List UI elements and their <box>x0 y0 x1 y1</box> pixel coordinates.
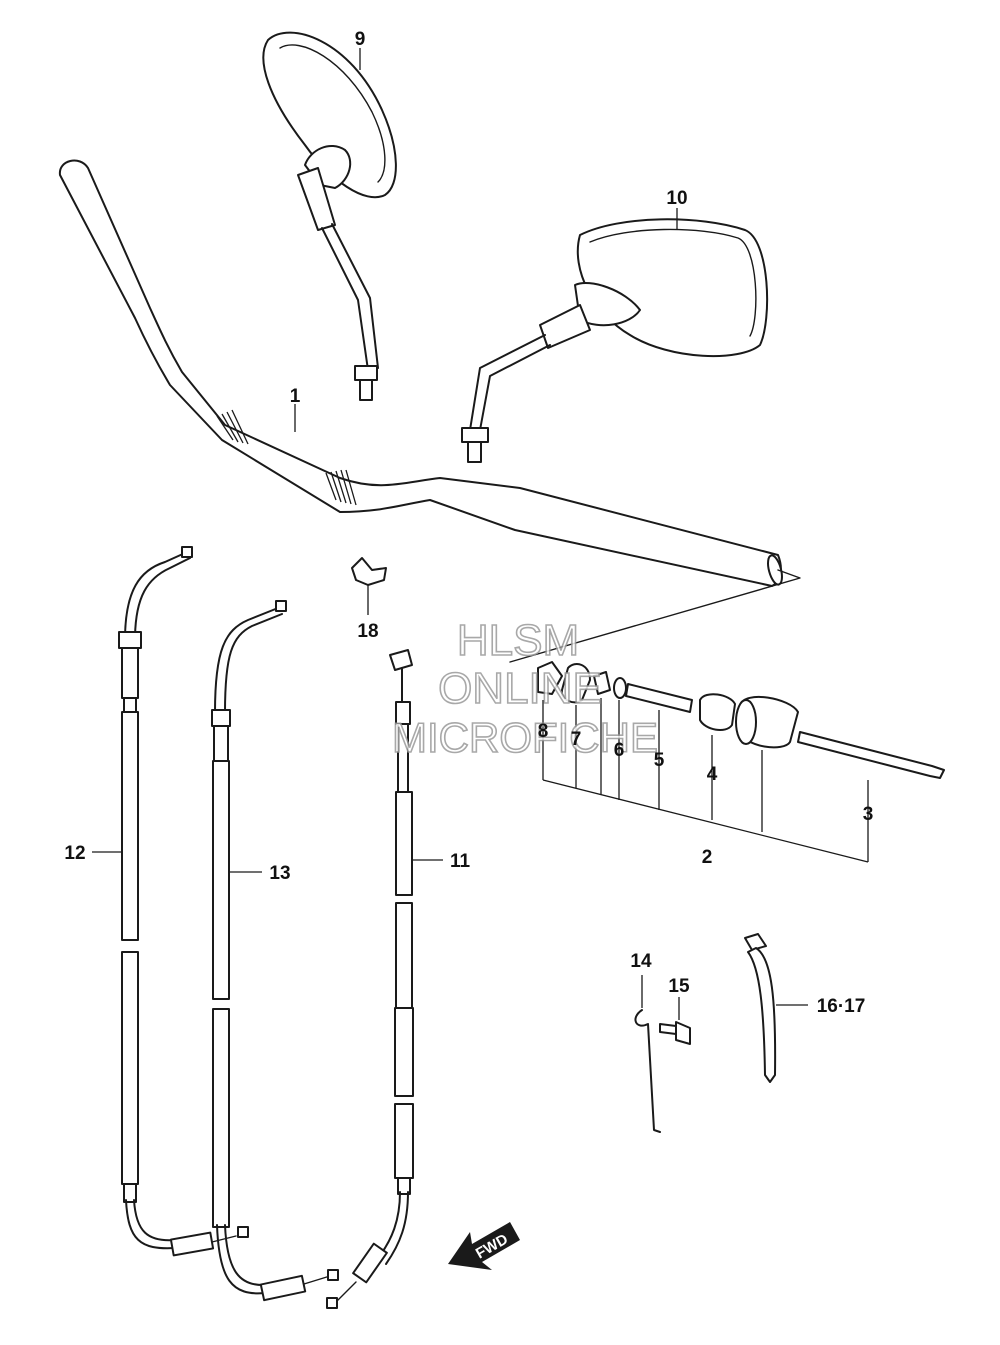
throttle-cable-13 <box>211 600 339 1302</box>
callout-14: 14 <box>630 951 652 972</box>
watermark-line-1: HLSM <box>457 616 579 665</box>
clip-part-14 <box>634 975 661 1133</box>
watermark: HLSM ONLINE MICROFICHE <box>391 615 659 762</box>
callout-16-17: 16·17 <box>817 996 866 1017</box>
callout-3: 3 <box>863 804 874 825</box>
forward-direction-indicator: FWD <box>448 1222 520 1270</box>
callout-18: 18 <box>357 621 378 642</box>
mirror-left-part <box>262 31 397 401</box>
watermark-line-2: ONLINE <box>438 664 602 713</box>
callout-2: 2 <box>702 847 713 868</box>
clamp-part-18 <box>351 557 387 615</box>
callout-9: 9 <box>355 29 366 50</box>
leader-lines <box>92 48 678 873</box>
balancer-assembly <box>537 661 945 863</box>
handlebar-part <box>58 159 801 663</box>
callout-8: 8 <box>538 721 549 742</box>
callout-4: 4 <box>707 764 718 785</box>
callout-10: 10 <box>666 188 687 209</box>
callout-15: 15 <box>668 976 690 997</box>
callout-5: 5 <box>654 750 665 771</box>
watermark-line-3: MICROFICHE <box>392 714 658 761</box>
mirror-right-part <box>461 218 769 463</box>
clutch-cable-11 <box>326 649 414 1309</box>
callout-1: 1 <box>290 386 301 407</box>
callout-11: 11 <box>450 851 471 872</box>
throttle-cable-12 <box>118 546 237 1257</box>
bolt-part-15 <box>659 997 691 1045</box>
cable-tie-part-16-17 <box>744 933 808 1083</box>
callout-13: 13 <box>269 863 290 884</box>
callout-labels: 1 2 3 4 5 6 7 8 9 10 11 12 13 14 15 16·1… <box>64 29 873 1017</box>
callout-7: 7 <box>571 729 582 750</box>
callout-6: 6 <box>614 740 625 761</box>
callout-12: 12 <box>64 843 85 864</box>
